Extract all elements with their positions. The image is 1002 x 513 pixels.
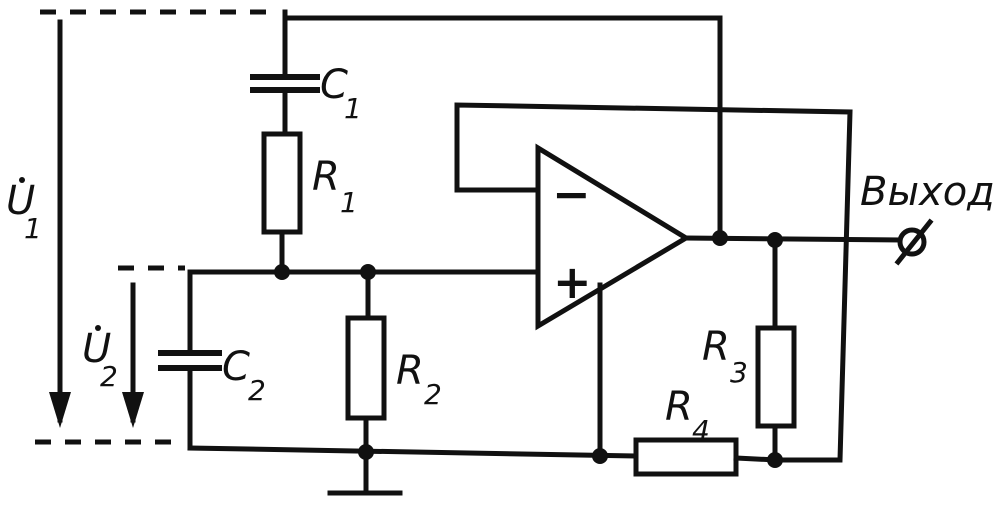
wire-feedback [454, 102, 853, 463]
svg-text:4: 4 [692, 414, 710, 447]
label-r3: R 3 [702, 324, 748, 389]
label-r4: R 4 [665, 384, 710, 447]
wire-top-feed [282, 9, 723, 241]
label-r1: R 1 [312, 154, 358, 219]
wire-bottom [187, 445, 639, 459]
svg-text:2: 2 [248, 374, 266, 407]
junction-dots [274, 230, 783, 468]
svg-text:3: 3 [730, 356, 748, 389]
label-output: Выход [860, 169, 995, 215]
svg-text:C: C [320, 62, 348, 108]
u2-arrow [122, 282, 144, 428]
svg-text:U: U [6, 178, 35, 224]
op-amp [535, 143, 691, 331]
resistor-r1 [261, 131, 303, 235]
label-u1: U 1 [6, 177, 42, 245]
resistor-r3 [755, 325, 797, 429]
svg-text:1: 1 [344, 92, 362, 125]
resistor-r2 [345, 315, 387, 421]
svg-text:1: 1 [340, 186, 358, 219]
capacitor-c1 [250, 74, 320, 93]
svg-text:R: R [312, 154, 340, 200]
svg-text:R: R [665, 384, 693, 430]
svg-text:U: U [82, 326, 111, 372]
label-c2: C 2 [222, 344, 266, 407]
minus-sign: − [552, 167, 591, 221]
svg-text:R: R [396, 348, 424, 394]
label-c1: C 1 [320, 62, 362, 125]
output-terminal [894, 218, 934, 266]
svg-text:2: 2 [100, 360, 118, 393]
svg-text:C: C [222, 344, 250, 390]
capacitor-c2 [158, 350, 222, 371]
resistor-r4 [633, 437, 739, 477]
svg-text:R: R [702, 324, 730, 370]
u1-arrow [49, 19, 71, 428]
label-u2: U 2 [82, 325, 118, 393]
input-rails [35, 9, 275, 445]
svg-text:2: 2 [424, 378, 442, 411]
label-r2: R 2 [396, 348, 442, 411]
plus-sign: + [553, 255, 592, 309]
svg-text:1: 1 [24, 212, 42, 245]
